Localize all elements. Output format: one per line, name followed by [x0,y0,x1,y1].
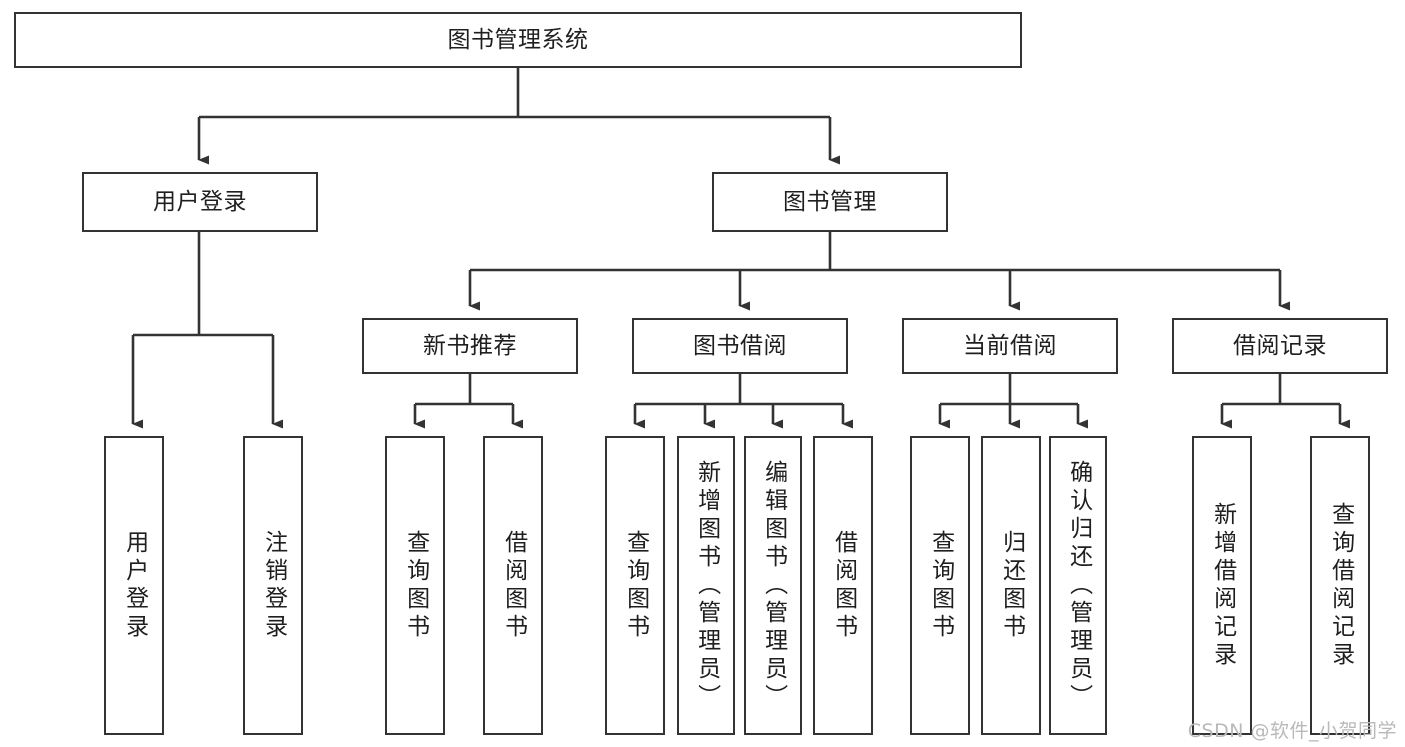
node-leaf-query-book-1-label: 查询图书 [402,529,429,642]
node-leaf-add-record-label: 新增借阅记录 [1209,501,1236,670]
node-leaf-query-book-2-label: 查询图书 [622,529,649,642]
node-borrow-record-label: 借阅记录 [1233,332,1327,359]
node-book-management-label: 图书管理 [783,188,877,215]
node-leaf-edit-book-label: 编辑图书（管理员） [760,459,787,712]
node-leaf-add-record[interactable]: 新增借阅记录 [1192,436,1252,735]
node-leaf-query-book-3[interactable]: 查询图书 [910,436,970,735]
node-leaf-return-book-label: 归还图书 [998,529,1025,642]
node-user-login-label: 用户登录 [153,188,247,215]
node-root-label: 图书管理系统 [447,26,589,53]
node-leaf-borrow-book-2-label: 借阅图书 [830,529,857,642]
node-book-borrow-label: 图书借阅 [693,332,787,359]
node-new-book-recommend-label: 新书推荐 [423,332,517,359]
node-leaf-user-login-label: 用户登录 [121,529,148,642]
node-current-borrow[interactable]: 当前借阅 [902,318,1118,374]
node-borrow-record[interactable]: 借阅记录 [1172,318,1388,374]
node-leaf-confirm-return-label: 确认归还（管理员） [1065,459,1092,712]
node-leaf-query-book-2[interactable]: 查询图书 [605,436,665,735]
node-root[interactable]: 图书管理系统 [14,12,1022,68]
node-book-borrow[interactable]: 图书借阅 [632,318,848,374]
node-book-management[interactable]: 图书管理 [712,172,948,232]
node-leaf-query-record[interactable]: 查询借阅记录 [1310,436,1370,735]
node-leaf-borrow-book-1[interactable]: 借阅图书 [483,436,543,735]
node-leaf-borrow-book-2[interactable]: 借阅图书 [813,436,873,735]
node-leaf-add-book[interactable]: 新增图书（管理员） [677,436,735,735]
node-new-book-recommend[interactable]: 新书推荐 [362,318,578,374]
csdn-watermark: CSDN @软件_小贺同学 [1187,720,1397,742]
node-user-login[interactable]: 用户登录 [82,172,318,232]
node-leaf-user-login[interactable]: 用户登录 [104,436,164,735]
node-current-borrow-label: 当前借阅 [963,332,1057,359]
node-leaf-query-record-label: 查询借阅记录 [1327,501,1354,670]
node-leaf-query-book-3-label: 查询图书 [927,529,954,642]
node-leaf-confirm-return[interactable]: 确认归还（管理员） [1049,436,1107,735]
node-leaf-add-book-label: 新增图书（管理员） [693,459,720,712]
node-leaf-edit-book[interactable]: 编辑图书（管理员） [744,436,802,735]
node-leaf-borrow-book-1-label: 借阅图书 [500,529,527,642]
node-leaf-user-logout[interactable]: 注销登录 [243,436,303,735]
node-leaf-user-logout-label: 注销登录 [260,529,287,642]
node-leaf-return-book[interactable]: 归还图书 [981,436,1041,735]
node-leaf-query-book-1[interactable]: 查询图书 [385,436,445,735]
